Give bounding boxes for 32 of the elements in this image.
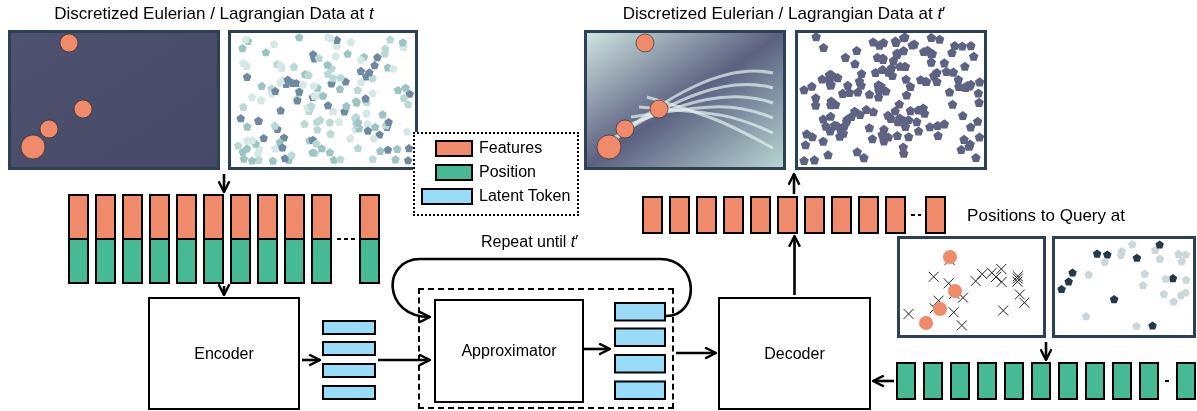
legend-label: Position — [479, 163, 536, 181]
process-box: Approximator — [434, 299, 584, 403]
arrow — [787, 234, 802, 295]
arrow — [1039, 342, 1053, 362]
arrow — [787, 172, 801, 194]
particle-scatter-picture — [795, 30, 987, 170]
legend-label: Features — [479, 139, 543, 157]
panel-heading: Discretized Eulerian / Lagrangian Data at t — [53, 4, 376, 24]
arrow — [871, 374, 894, 388]
token-sequence-drawing — [896, 362, 1196, 400]
panel-heading: Positions to Query at — [966, 206, 1126, 226]
arrow — [217, 283, 231, 297]
latent-token-stack-drawing — [322, 320, 376, 400]
process-box: Decoder — [718, 297, 871, 410]
token-sequence-drawing — [68, 194, 380, 284]
flow-field-picture — [584, 30, 786, 170]
arrow — [584, 342, 612, 356]
particle-scatter-picture — [228, 30, 418, 170]
arrow — [217, 174, 231, 194]
latent-token-stack-drawing — [614, 302, 666, 400]
query-particles-picture — [1052, 236, 1196, 338]
arrow — [302, 353, 322, 367]
panel-heading: Discretized Eulerian / Lagrangian Data at t′ — [621, 4, 947, 24]
legend-label: Latent Token — [479, 187, 571, 205]
arrow — [391, 257, 692, 323]
query-points-picture — [897, 236, 1046, 338]
process-box: Encoder — [148, 297, 300, 410]
flow-field-picture — [8, 30, 220, 170]
dashed-group-box — [418, 288, 674, 409]
token-sequence-drawing — [642, 196, 946, 234]
arrow — [378, 353, 432, 367]
arrow — [676, 346, 718, 360]
